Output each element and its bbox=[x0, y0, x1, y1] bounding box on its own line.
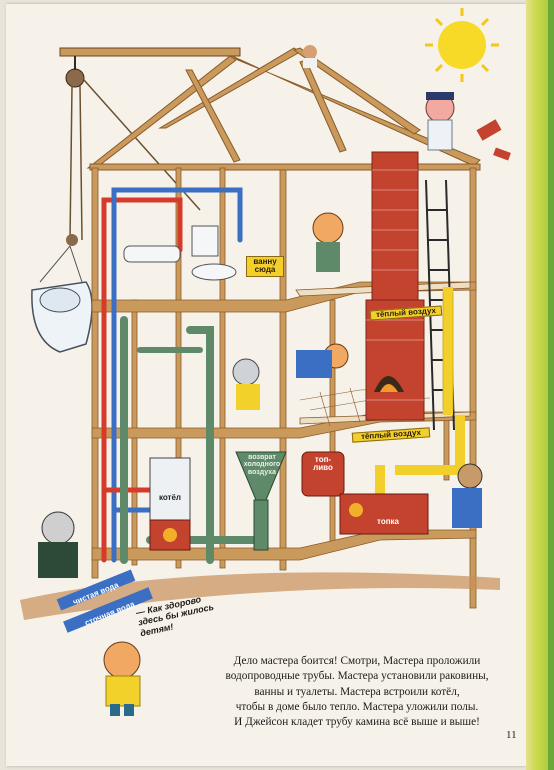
label-vanna: ванну сюда bbox=[246, 256, 284, 277]
label-boiler: котёл bbox=[158, 493, 182, 502]
pig-bricklayer bbox=[425, 92, 511, 161]
return-air-duct bbox=[235, 451, 287, 551]
boiler bbox=[149, 457, 191, 551]
duct-outline bbox=[442, 292, 454, 410]
label-fuel: топ- ливо bbox=[313, 455, 333, 473]
bathroom-fixtures bbox=[123, 225, 237, 281]
page-number: 11 bbox=[506, 729, 517, 741]
story-line: ванны и туалеты. Мастера встроили котёл, bbox=[254, 685, 460, 698]
roof-frame bbox=[86, 47, 481, 171]
label-return-air: возврат холодного воздуха bbox=[243, 454, 281, 476]
worker-cat-middle bbox=[232, 358, 260, 410]
story-paragraph: Дело мастера боится! Смотри, Мастера про… bbox=[197, 654, 517, 731]
hanging-bathtub bbox=[31, 245, 93, 353]
sun-icon bbox=[425, 8, 499, 82]
story-line: водопроводные трубы. Мастера установили … bbox=[225, 670, 489, 683]
mouse-on-beam bbox=[303, 45, 317, 68]
label-furnace: топка bbox=[377, 517, 399, 526]
book-edge-green bbox=[548, 0, 554, 770]
kitten-bottom bbox=[103, 641, 141, 716]
fuel-tank bbox=[301, 451, 345, 497]
furnace bbox=[339, 493, 429, 535]
story-line: Дело мастера боится! Смотри, Мастера про… bbox=[233, 655, 481, 667]
brick-chimney bbox=[365, 151, 425, 421]
raccoon-right bbox=[452, 463, 483, 528]
worker-cat-blue bbox=[296, 343, 349, 378]
raccoon-left bbox=[38, 511, 78, 578]
worker-cat-upper bbox=[312, 212, 344, 272]
ground bbox=[20, 569, 500, 633]
story-line: И Джейсон кладет трубу камина всё выше и… bbox=[234, 716, 480, 729]
story-line: чтобы в доме было тепло. Мастера уложили… bbox=[235, 701, 479, 714]
